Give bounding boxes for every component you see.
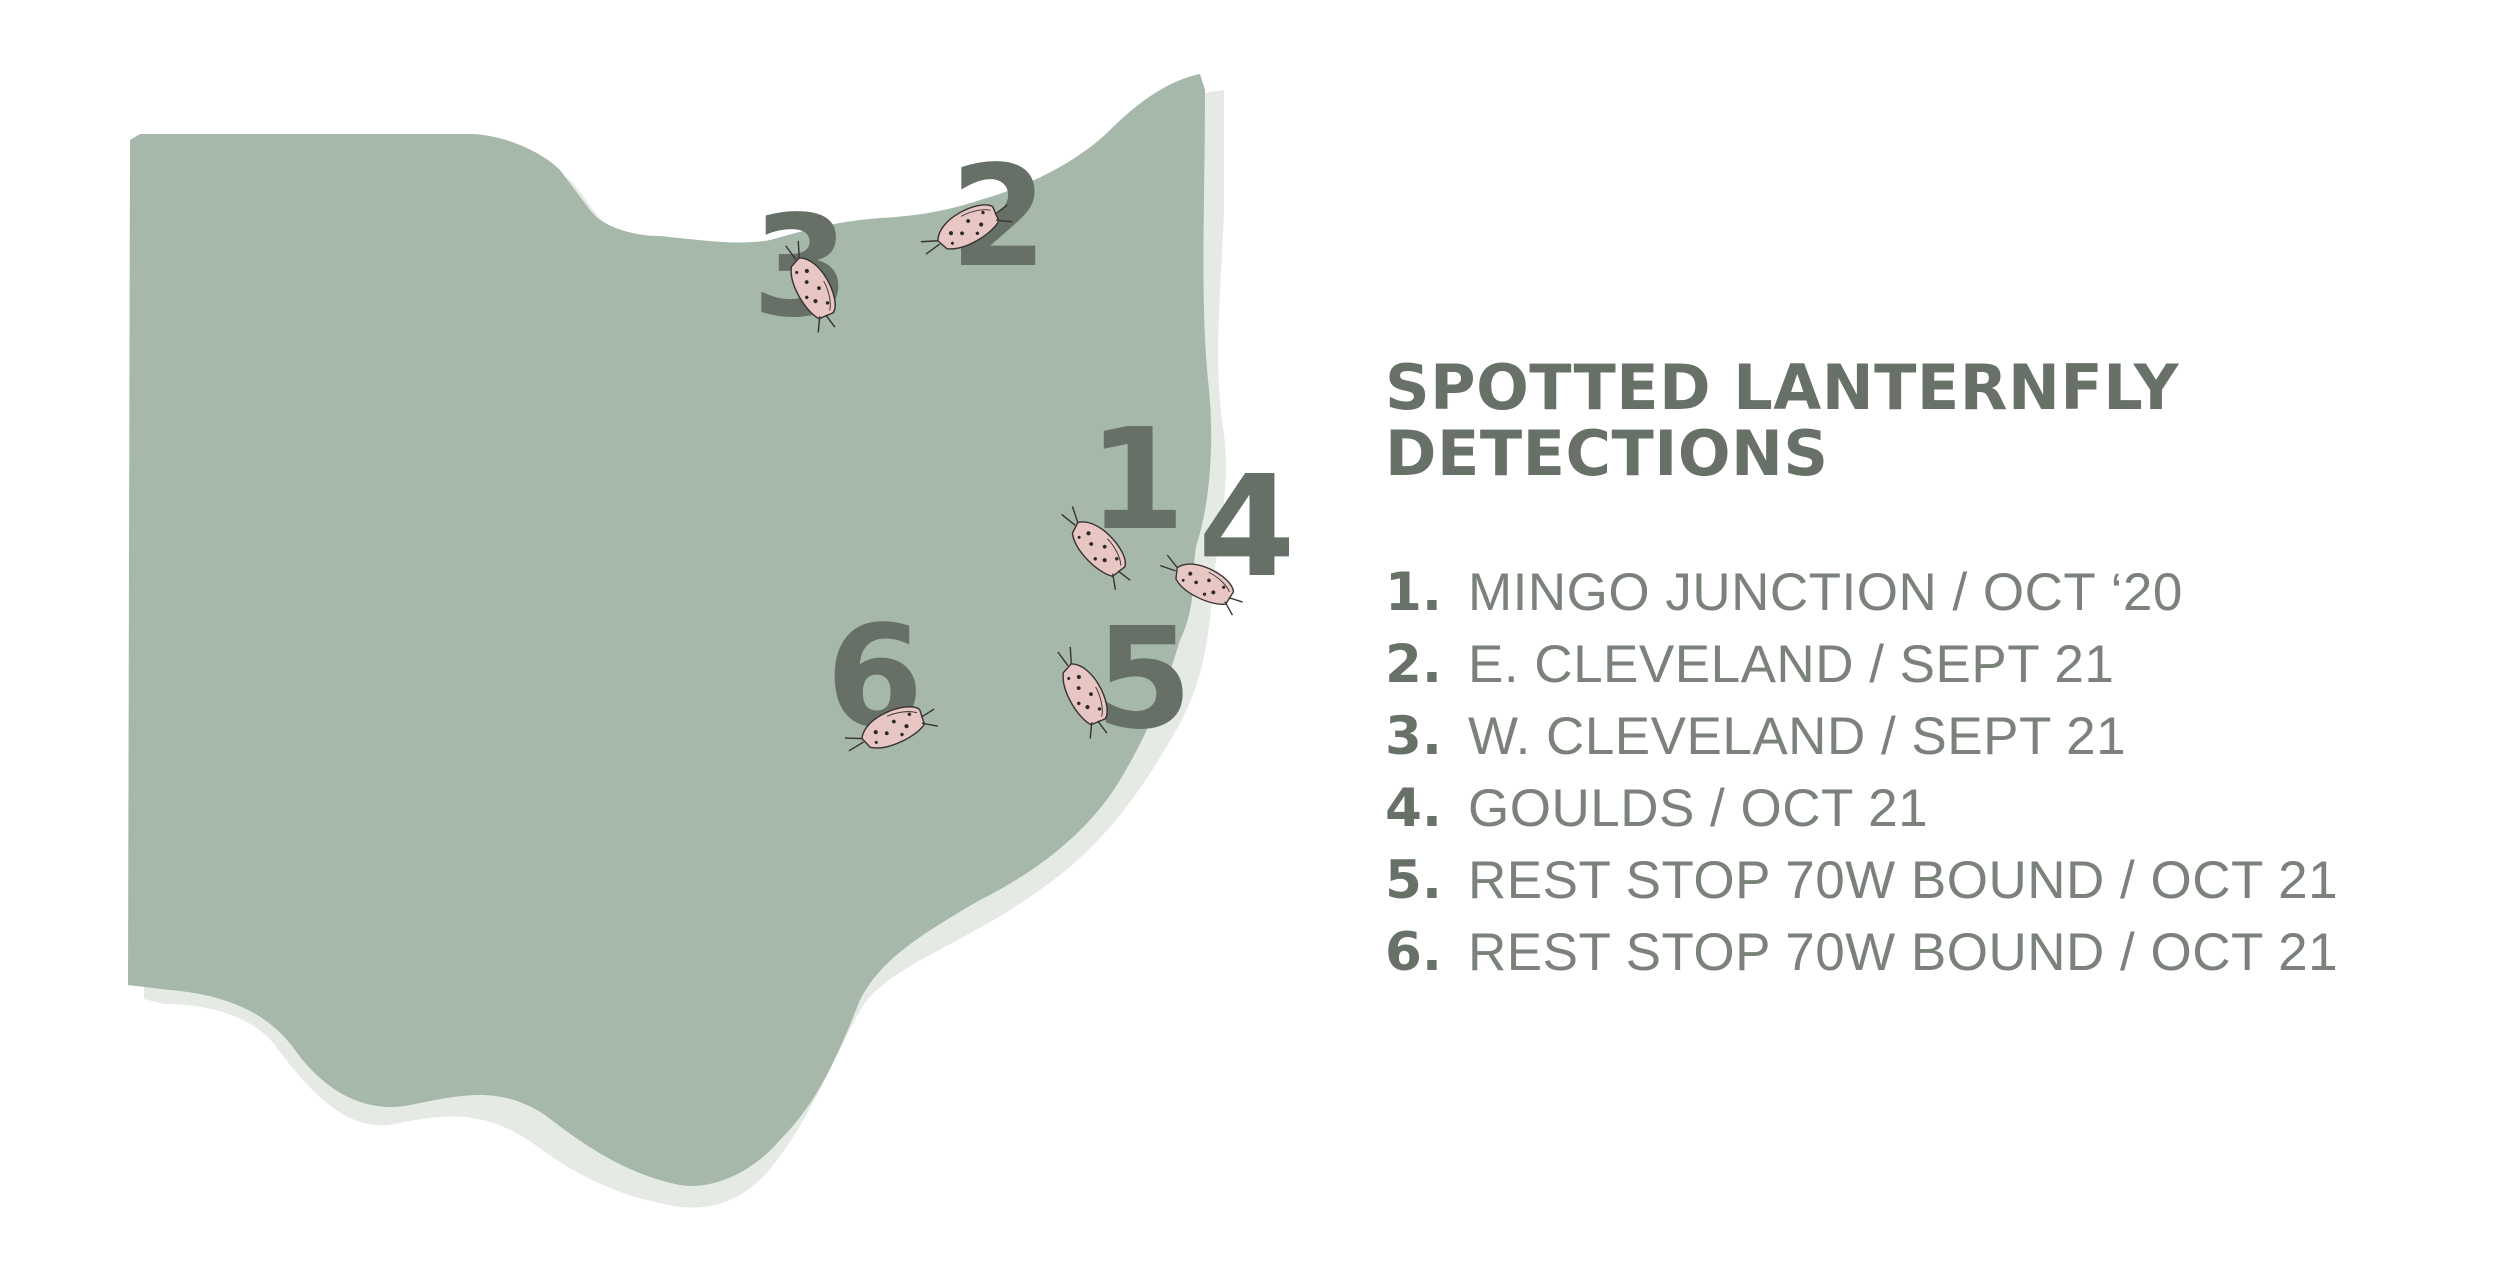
marker-4: 4 [1153, 446, 1295, 618]
legend-item-text: REST STOP 70W BOUND / OCT 21 [1468, 923, 2339, 982]
legend-item-number: 1. [1385, 562, 1443, 623]
legend-item-text: W. CLEVELAND / SEPT 21 [1468, 707, 2127, 766]
legend-item-number: 4. [1385, 778, 1443, 839]
legend-item-number: 5. [1385, 850, 1443, 911]
legend-title-line2: DETECTIONS [1385, 417, 1829, 490]
legend-item-number: 2. [1385, 634, 1443, 695]
marker-5: 5 [1043, 598, 1192, 761]
legend-item: 1. MINGO JUNCTION / OCT ‘20 [1385, 557, 2445, 629]
marker-2: 2 [915, 136, 1047, 299]
marker-label: 5 [1095, 598, 1192, 761]
legend-item-text: E. CLEVELAND / SEPT 21 [1468, 635, 2115, 694]
marker-1: 1 [1050, 399, 1185, 594]
legend-title: SPOTTED LANTERNFLY DETECTIONS [1385, 355, 2445, 487]
legend-item-text: GOULDS / OCT 21 [1468, 779, 1929, 838]
legend-item-number: 6. [1385, 922, 1443, 983]
legend-item: 4. GOULDS / OCT 21 [1385, 773, 2445, 845]
legend-item-text: REST STOP 70W BOUND / OCT 21 [1468, 851, 2339, 910]
ohio-state-shape [128, 74, 1212, 1186]
legend-title-line1: SPOTTED LANTERNFLY [1385, 351, 2179, 424]
detections-legend: SPOTTED LANTERNFLY DETECTIONS 1. MINGO J… [1385, 355, 2445, 989]
legend-item-text: MINGO JUNCTION / OCT ‘20 [1468, 563, 2183, 622]
marker-3: 3 [752, 186, 851, 349]
legend-item-number: 3. [1385, 706, 1443, 767]
legend-item: 3. W. CLEVELAND / SEPT 21 [1385, 701, 2445, 773]
legend-item: 5. REST STOP 70W BOUND / OCT 21 [1385, 845, 2445, 917]
legend-item: 2. E. CLEVELAND / SEPT 21 [1385, 629, 2445, 701]
marker-6: 6 [826, 596, 943, 766]
legend-item: 6. REST STOP 70W BOUND / OCT 21 [1385, 917, 2445, 989]
